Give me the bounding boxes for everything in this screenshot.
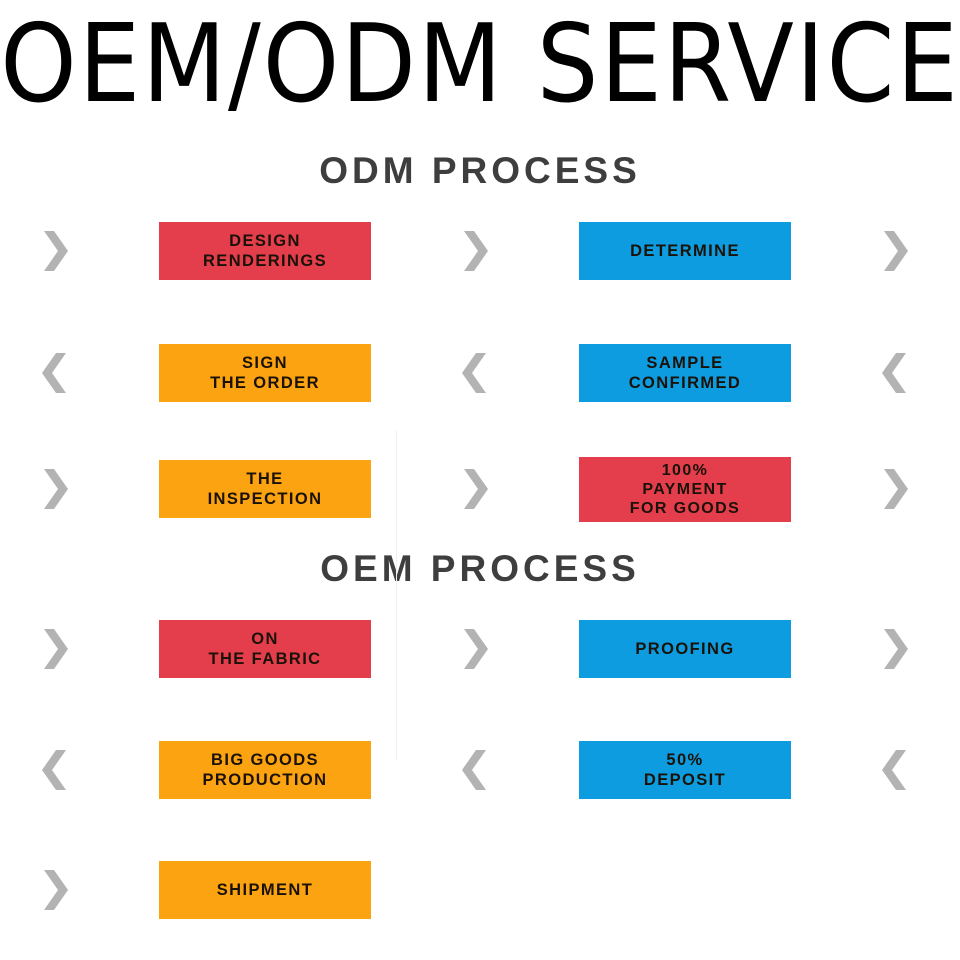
chevron-left-icon [458, 351, 492, 395]
process-step-label: PAYMENT [642, 480, 728, 498]
arrow-cell-middle [420, 731, 530, 809]
page-title: OEM/ODM SERVICE [0, 2, 960, 127]
chevron-left-icon [38, 748, 72, 792]
process-step-box[interactable]: ON THE FABRIC [159, 620, 371, 678]
chevron-right-icon [458, 627, 492, 671]
process-step-label: FOR GOODS [629, 499, 741, 517]
process-step-cell: DETERMINE [530, 212, 840, 290]
process-step-label: DEPOSIT [643, 771, 727, 789]
chevron-right-icon [878, 229, 912, 273]
process-step-cell [530, 851, 840, 929]
process-step-box[interactable]: BIG GOODS PRODUCTION [159, 741, 371, 799]
process-step-box[interactable]: DESIGN RENDERINGS [159, 222, 371, 280]
process-step-box[interactable]: SHIPMENT [159, 861, 371, 919]
process-step-label: DETERMINE [630, 242, 740, 260]
arrow-cell-left [0, 212, 110, 290]
arrow-cell-left [0, 610, 110, 688]
process-step-box[interactable]: PROOFING [579, 620, 791, 678]
process-step-label: THE [246, 470, 284, 488]
background-seam [396, 430, 397, 760]
chevron-right-icon [38, 627, 72, 671]
process-step-label: INSPECTION [207, 490, 323, 508]
arrow-cell-right [840, 212, 950, 290]
arrow-cell-left [0, 450, 110, 528]
process-step-label: CONFIRMED [628, 374, 742, 392]
arrow-cell-right [840, 851, 950, 929]
chevron-right-icon [878, 467, 912, 511]
arrow-cell-middle [420, 212, 530, 290]
section-heading-odm: ODM PROCESS [319, 150, 641, 191]
arrow-cell-middle [420, 334, 530, 412]
arrow-cell-left [0, 334, 110, 412]
chevron-left-icon [878, 748, 912, 792]
section-heading-oem: OEM PROCESS [320, 548, 640, 589]
process-step-label: THE ORDER [210, 374, 320, 392]
process-row: ON THE FABRIC PROOFING [0, 610, 960, 688]
arrow-cell-right [840, 731, 950, 809]
process-step-label: RENDERINGS [202, 252, 327, 270]
chevron-right-icon [38, 868, 72, 912]
process-step-box[interactable]: SIGN THE ORDER [159, 344, 371, 402]
process-step-label: PRODUCTION [202, 771, 328, 789]
chevron-right-icon [38, 229, 72, 273]
arrow-cell-left [0, 731, 110, 809]
process-step-label: BIG GOODS [211, 751, 319, 769]
arrow-placeholder [458, 868, 492, 912]
chevron-right-icon [458, 229, 492, 273]
process-step-label: SAMPLE [646, 354, 724, 372]
process-step-label: PROOFING [635, 640, 735, 658]
process-step-label: ON [251, 630, 279, 648]
process-row: SHIPMENT [0, 851, 960, 929]
arrow-cell-middle [420, 851, 530, 929]
process-step-cell: DESIGN RENDERINGS [110, 212, 420, 290]
process-step-label: SIGN [242, 354, 288, 372]
chevron-left-icon [38, 351, 72, 395]
arrow-cell-right [840, 450, 950, 528]
chevron-right-icon [38, 467, 72, 511]
chevron-left-icon [878, 351, 912, 395]
process-step-cell: SAMPLE CONFIRMED [530, 334, 840, 412]
arrow-placeholder [878, 868, 912, 912]
process-step-cell: THE INSPECTION [110, 450, 420, 528]
process-step-cell: 50% DEPOSIT [530, 731, 840, 809]
process-row: SIGN THE ORDER SAMPLE CONFIRMED [0, 334, 960, 412]
process-step-label: SHIPMENT [216, 881, 314, 899]
process-step-box[interactable]: DETERMINE [579, 222, 791, 280]
process-step-label: 50% [666, 751, 704, 769]
process-step-cell: SIGN THE ORDER [110, 334, 420, 412]
chevron-left-icon [458, 748, 492, 792]
arrow-cell-middle [420, 450, 530, 528]
process-row: BIG GOODS PRODUCTION 50% DEPOSIT [0, 731, 960, 809]
page-title-band: OEM/ODM SERVICE [0, 0, 960, 138]
process-row: DESIGN RENDERINGS DETERMINE [0, 212, 960, 290]
process-step-cell: BIG GOODS PRODUCTION [110, 731, 420, 809]
process-step-cell: ON THE FABRIC [110, 610, 420, 688]
process-step-cell: SHIPMENT [110, 851, 420, 929]
process-step-label: 100% [661, 461, 709, 479]
process-step-box[interactable]: SAMPLE CONFIRMED [579, 344, 791, 402]
arrow-cell-right [840, 334, 950, 412]
empty-slot [579, 890, 791, 891]
process-step-box[interactable]: THE INSPECTION [159, 460, 371, 518]
process-step-label: DESIGN [229, 232, 301, 250]
arrow-cell-right [840, 610, 950, 688]
process-step-box[interactable]: 50% DEPOSIT [579, 741, 791, 799]
chevron-right-icon [878, 627, 912, 671]
chevron-right-icon [458, 467, 492, 511]
process-step-cell: PROOFING [530, 610, 840, 688]
arrow-cell-middle [420, 610, 530, 688]
arrow-cell-left [0, 851, 110, 929]
process-step-label: THE FABRIC [208, 650, 322, 668]
